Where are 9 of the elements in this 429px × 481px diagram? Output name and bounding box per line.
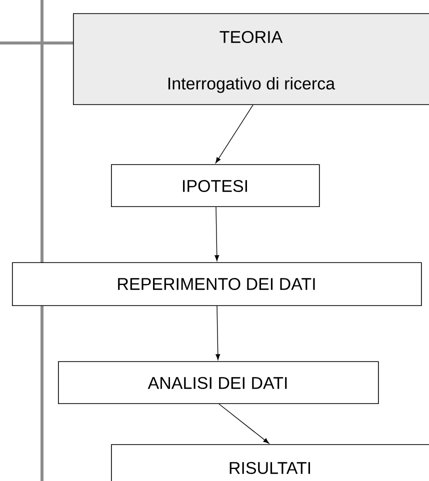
arrow bbox=[215, 104, 254, 164]
process-box: ANALISI DEI DATI bbox=[58, 361, 379, 404]
process-box: RISULTATI bbox=[111, 444, 429, 481]
process-box: IPOTESI bbox=[111, 164, 320, 207]
arrow bbox=[218, 404, 270, 444]
process-box: TEORIA Interrogativo di ricerca bbox=[73, 13, 429, 105]
arrow bbox=[216, 306, 220, 360]
process-box: REPERIMENTO DEI DATI bbox=[12, 262, 422, 306]
arrow bbox=[214, 206, 220, 262]
